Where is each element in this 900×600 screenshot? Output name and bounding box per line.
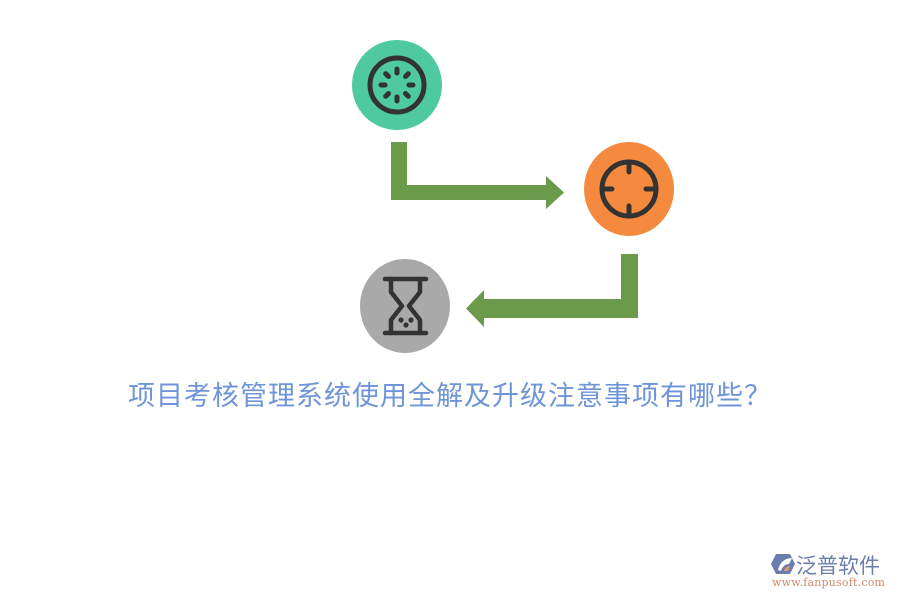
wait-node	[360, 259, 450, 353]
brand-logo[interactable]: 泛普软件 www.fanpusoft.com	[768, 552, 894, 596]
page-title: 项目考核管理系统使用全解及升级注意事项有哪些？	[128, 381, 772, 412]
hourglass-icon	[382, 276, 429, 336]
crosshair-target-icon	[599, 159, 659, 219]
fanpu-logo-icon	[771, 554, 795, 574]
brand-name: 泛普软件	[796, 554, 880, 578]
start-node	[352, 40, 442, 130]
brand-url[interactable]: www.fanpusoft.com	[772, 576, 886, 589]
loading-spinner-icon	[367, 55, 427, 115]
target-node	[584, 142, 674, 236]
